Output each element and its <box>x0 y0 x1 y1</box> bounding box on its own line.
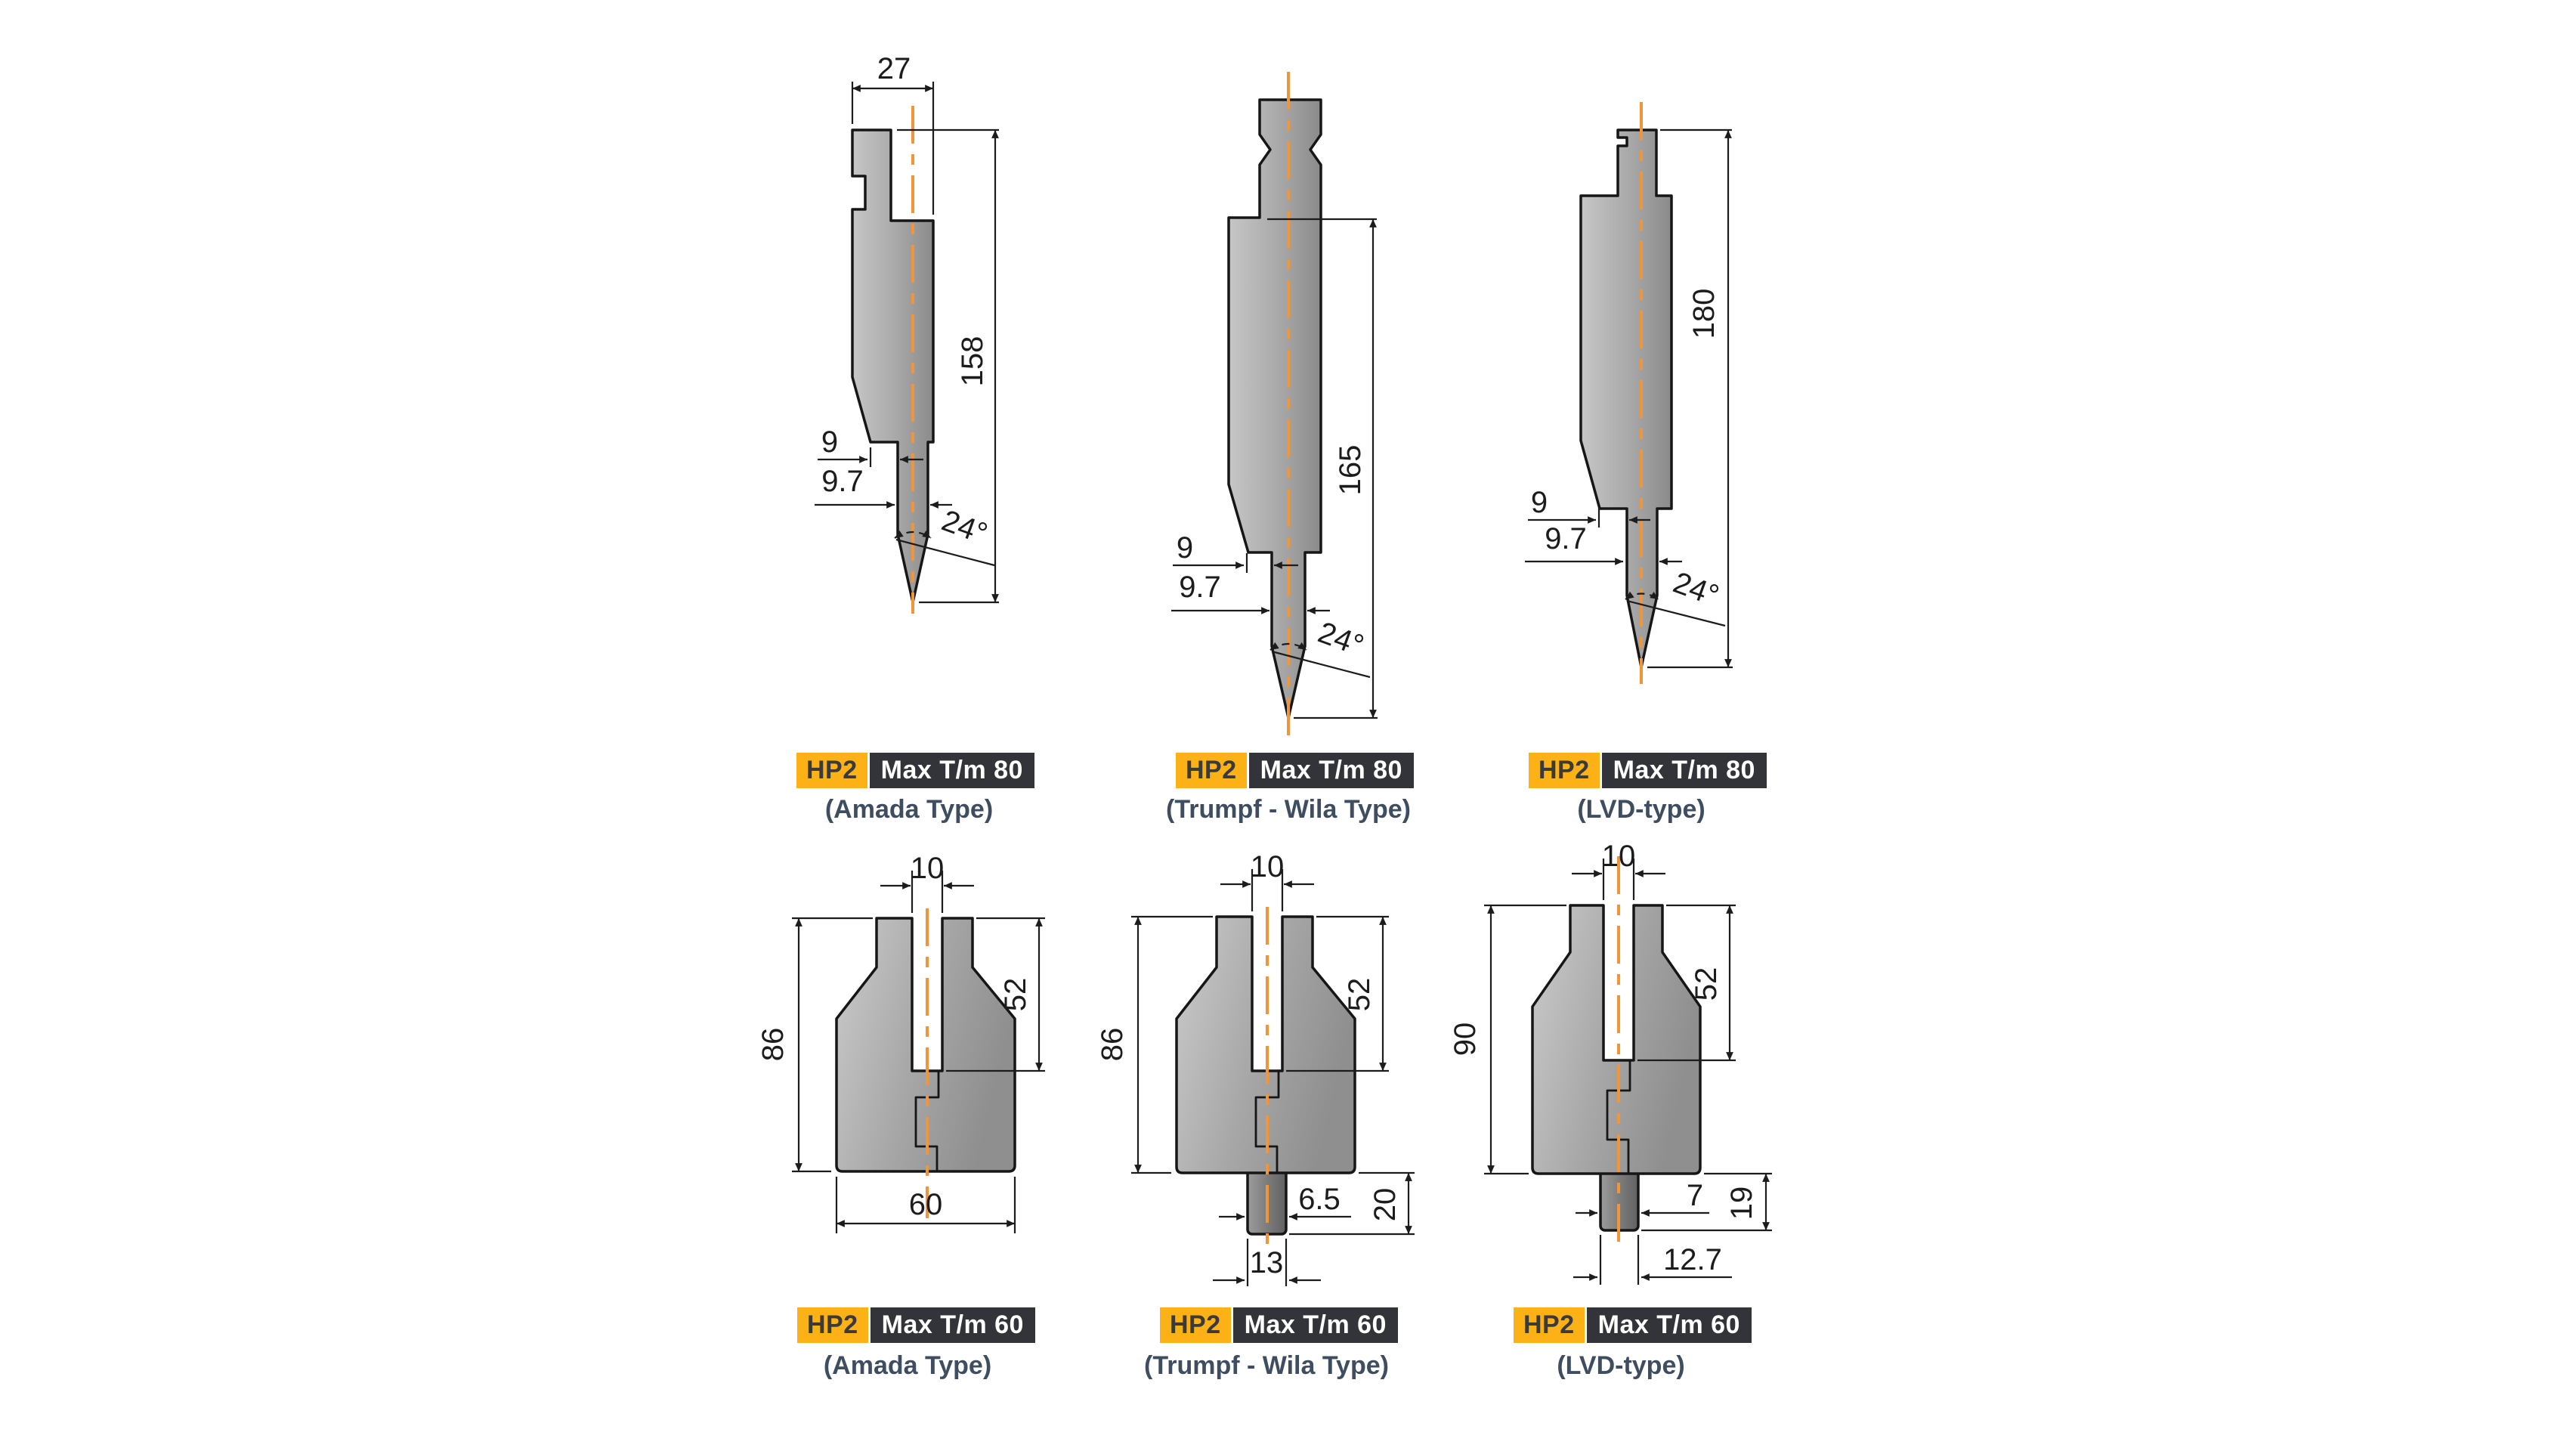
badge-punch-amada: HP2 Max T/m 80 <box>796 753 1034 788</box>
badge-rating: Max T/m 80 <box>869 753 1034 788</box>
punch-lvd-body <box>1579 128 1673 669</box>
dim-value: 10 <box>1602 840 1636 873</box>
dim-value: 20 <box>1368 1188 1402 1222</box>
badge-punch-lvd: HP2 Max T/m 80 <box>1529 753 1767 788</box>
dim-slot-depth: 52 <box>946 917 1045 1072</box>
punch-trumpf-figure: 165 9 9.7 24° <box>1171 72 1378 737</box>
dim-value: 158 <box>956 336 989 387</box>
dim-vee-opening: 10 <box>1220 850 1314 911</box>
dim-value: 86 <box>1096 1028 1129 1062</box>
dim-tang-height: 20 <box>1289 1171 1415 1236</box>
dim-slot-depth: 52 <box>1286 915 1389 1072</box>
badge-rating: Max T/m 60 <box>1586 1307 1752 1343</box>
dim-vee-opening: 10 <box>880 852 974 913</box>
punch-lvd-figure: 180 9 9.7 24° <box>1525 102 1733 684</box>
badge-rating: Max T/m 80 <box>1601 753 1767 788</box>
dim-height: 180 <box>1647 128 1733 669</box>
dim-height: 86 <box>1096 915 1213 1174</box>
badge-rating: Max T/m 60 <box>1232 1307 1398 1343</box>
dim-tip-width: 9.7 <box>815 465 952 509</box>
punch-trumpf-body <box>1227 98 1322 719</box>
badge-die-trumpf: HP2 Max T/m 60 <box>1160 1307 1398 1343</box>
dim-value: 86 <box>756 1028 790 1062</box>
dim-value: 9 <box>1531 486 1548 519</box>
dim-value: 9.7 <box>1545 522 1587 555</box>
die-lvd-figure: 10 90 52 7 19 12.7 <box>1449 840 1772 1285</box>
type-label-punch-trumpf: (Trumpf - Wila Type) <box>1166 795 1411 824</box>
dim-value: 27 <box>877 52 911 85</box>
badge-series: HP2 <box>796 753 867 788</box>
dim-value: 90 <box>1449 1023 1482 1057</box>
die-amada-split-line <box>914 1071 940 1171</box>
dim-value: 180 <box>1687 289 1721 339</box>
badge-rating: Max T/m 80 <box>1248 753 1414 788</box>
die-amada-figure: 10 86 52 60 <box>756 852 1045 1233</box>
die-lvd-body <box>1531 904 1702 1175</box>
dim-value: 7 <box>1687 1179 1703 1212</box>
die-lvd-split-line <box>1606 1060 1631 1174</box>
dim-value: 12.7 <box>1663 1243 1722 1276</box>
dim-tang-width: 6.5 <box>1219 1183 1351 1221</box>
dim-value: 6.5 <box>1298 1183 1341 1216</box>
badge-series: HP2 <box>797 1307 868 1343</box>
badge-punch-trumpf: HP2 Max T/m 80 <box>1176 753 1414 788</box>
punch-amada-body <box>851 128 935 604</box>
dim-value: 52 <box>1690 967 1723 1001</box>
dim-tang-height: 19 <box>1641 1172 1772 1232</box>
dim-value: 9 <box>821 425 838 459</box>
badge-series: HP2 <box>1529 753 1600 788</box>
type-label-die-amada: (Amada Type) <box>823 1351 992 1380</box>
dim-height: 90 <box>1449 904 1566 1175</box>
badge-series: HP2 <box>1514 1307 1585 1343</box>
dim-base-width: 60 <box>835 1177 1016 1233</box>
dim-value: 9.7 <box>821 465 864 498</box>
dim-value: 19 <box>1725 1186 1758 1221</box>
dim-value: 24° <box>1668 566 1723 613</box>
dim-value: 52 <box>1343 978 1376 1012</box>
dim-tang-base: 13 <box>1213 1239 1321 1286</box>
type-label-punch-lvd: (LVD-type) <box>1577 795 1705 824</box>
type-label-die-lvd: (LVD-type) <box>1557 1351 1685 1380</box>
dim-slot-depth: 52 <box>1637 904 1736 1062</box>
die-trumpf-figure: 10 86 52 6.5 20 13 <box>1096 850 1415 1286</box>
dim-vee-opening: 10 <box>1572 840 1665 900</box>
badge-series: HP2 <box>1176 753 1247 788</box>
dim-value: 9 <box>1177 531 1193 565</box>
dim-web-width: 9 <box>818 425 923 467</box>
dim-height: 165 <box>1267 218 1378 719</box>
dim-value: 13 <box>1250 1246 1284 1279</box>
type-label-punch-amada: (Amada Type) <box>824 795 994 824</box>
badge-rating: Max T/m 60 <box>870 1307 1035 1343</box>
die-trumpf-split-line <box>1254 1071 1280 1173</box>
dim-web-width: 9 <box>1528 486 1650 527</box>
dim-value: 60 <box>909 1188 943 1221</box>
dim-height: 158 <box>897 128 999 604</box>
dim-value: 165 <box>1334 445 1367 496</box>
badge-die-lvd: HP2 Max T/m 60 <box>1514 1307 1752 1343</box>
dim-value: 9.7 <box>1179 571 1221 604</box>
dim-value: 52 <box>999 978 1032 1012</box>
badge-die-amada: HP2 Max T/m 60 <box>797 1307 1035 1343</box>
dim-tang-width: 7 <box>1576 1179 1709 1217</box>
dim-value: 10 <box>1251 850 1285 883</box>
type-label-die-trumpf: (Trumpf - Wila Type) <box>1144 1351 1389 1380</box>
die-trumpf-body <box>1175 915 1356 1174</box>
dim-height: 86 <box>756 917 873 1173</box>
dim-tang-base: 12.7 <box>1573 1235 1732 1285</box>
dim-tip-width: 9.7 <box>1171 571 1330 614</box>
badge-series: HP2 <box>1160 1307 1231 1343</box>
die-amada-body <box>835 917 1016 1173</box>
dim-value: 10 <box>911 852 945 885</box>
dim-web-width: 9 <box>1173 531 1298 573</box>
dim-value: 24° <box>1313 616 1368 663</box>
dim-value: 24° <box>937 504 991 551</box>
punch-amada-figure: 27 158 9 9.7 24° <box>815 52 999 614</box>
dim-tip-width: 9.7 <box>1525 522 1682 565</box>
dim-top-width: 27 <box>851 52 935 215</box>
